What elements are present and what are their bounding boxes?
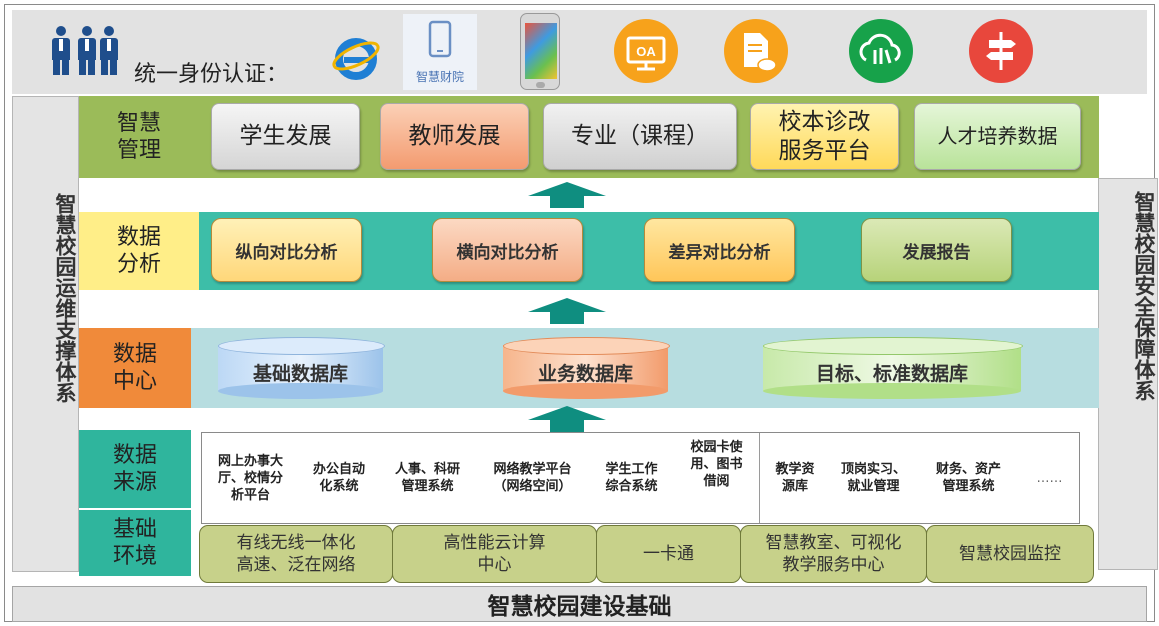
source-row-label: 数据 来源 bbox=[112, 443, 157, 495]
ops-support-column: 智慧校园运维支撑体系 bbox=[12, 96, 79, 572]
infra-label-cell bbox=[79, 510, 191, 576]
ops-support-label: 智慧校园运维支撑体系 bbox=[53, 193, 77, 403]
source-cell: 人事、科研 管理系统 bbox=[379, 433, 477, 523]
teacher-development-button[interactable]: 教师发展 bbox=[380, 103, 529, 170]
source-label-cell bbox=[79, 430, 191, 508]
data-source-table: 网上办事大 厅、校情分 析平台 办公自动 化系统 人事、科研 管理系统 网络教学… bbox=[201, 432, 1080, 524]
analysis-row-label: 数据 分析 bbox=[116, 225, 161, 277]
center-label-cell bbox=[79, 328, 191, 408]
source-cell: 学生工作 综合系统 bbox=[589, 433, 675, 523]
analysis-label-cell bbox=[79, 212, 199, 290]
unified-auth-label: 统一身份认证： bbox=[134, 62, 289, 87]
standards-database-label: 目标、标准数据库 bbox=[815, 363, 968, 385]
source-cell: 教学资 源库 bbox=[760, 433, 831, 523]
person-icon bbox=[52, 26, 70, 76]
major-course-button[interactable]: 专业（课程） bbox=[543, 103, 737, 170]
business-database-label: 业务数据库 bbox=[537, 363, 633, 385]
management-row-label: 智慧 管理 bbox=[116, 111, 161, 163]
campus-card[interactable]: 一卡通 bbox=[596, 525, 741, 583]
student-development-button[interactable]: 学生发展 bbox=[211, 103, 360, 170]
business-database[interactable]: 业务数据库 bbox=[503, 337, 670, 399]
ie-browser-icon[interactable] bbox=[330, 32, 382, 84]
security-column: 智慧校园安全保障体系 bbox=[1098, 178, 1158, 570]
person-icon bbox=[100, 26, 118, 76]
up-arrow bbox=[528, 182, 606, 208]
center-row-label: 数据 中心 bbox=[112, 342, 157, 394]
person-icon bbox=[78, 26, 96, 76]
smart-classroom-center[interactable]: 智慧教室、可视化 教学服务中心 bbox=[740, 525, 927, 583]
construction-foundation: 智慧校园建设基础 bbox=[12, 586, 1147, 622]
oa-icon[interactable]: OA bbox=[613, 18, 679, 84]
horizontal-comparison-button[interactable]: 横向对比分析 bbox=[432, 218, 583, 282]
cloud-library-icon[interactable] bbox=[848, 18, 914, 84]
document-cloud-icon[interactable] bbox=[723, 18, 789, 84]
vertical-comparison-button[interactable]: 纵向对比分析 bbox=[211, 218, 362, 282]
signpost-icon[interactable] bbox=[968, 18, 1034, 84]
auth-header bbox=[12, 10, 1147, 94]
smart-finance-app-icon[interactable]: 智慧财院 bbox=[403, 14, 477, 90]
mobile-phone-icon[interactable] bbox=[520, 13, 560, 90]
source-cell: 财务、资产 管理系统 bbox=[917, 433, 1021, 523]
up-arrow bbox=[528, 406, 606, 432]
difference-comparison-button[interactable]: 差异对比分析 bbox=[644, 218, 795, 282]
talent-data-button[interactable]: 人才培养数据 bbox=[914, 103, 1081, 170]
source-cell: 校园卡使 用、图书 借阅 bbox=[674, 433, 760, 523]
campus-monitoring[interactable]: 智慧校园监控 bbox=[926, 525, 1094, 583]
basic-database[interactable]: 基础数据库 bbox=[218, 337, 385, 399]
basic-database-label: 基础数据库 bbox=[252, 363, 348, 385]
up-arrow bbox=[528, 298, 606, 324]
cloud-computing-center[interactable]: 高性能云计算 中心 bbox=[392, 525, 597, 583]
infra-row-label: 基础 环境 bbox=[112, 517, 157, 569]
diagnosis-platform-button[interactable]: 校本诊改 服务平台 bbox=[750, 103, 899, 170]
source-cell: 办公自动 化系统 bbox=[299, 433, 380, 523]
standards-database[interactable]: 目标、标准数据库 bbox=[763, 337, 1023, 399]
development-report-button[interactable]: 发展报告 bbox=[861, 218, 1012, 282]
security-label: 智慧校园安全保障体系 bbox=[1132, 191, 1156, 401]
source-cell: 网上办事大 厅、校情分 析平台 bbox=[202, 433, 300, 523]
smart-finance-label: 智慧财院 bbox=[415, 70, 464, 84]
wired-wireless-network[interactable]: 有线无线一体化 高速、泛在网络 bbox=[199, 525, 393, 583]
source-cell: 网络教学平台 （网络空间） bbox=[476, 433, 590, 523]
svg-text:OA: OA bbox=[636, 44, 656, 59]
source-cell-ellipsis: …… bbox=[1020, 433, 1079, 523]
source-cell: 顶岗实习、 就业管理 bbox=[830, 433, 918, 523]
